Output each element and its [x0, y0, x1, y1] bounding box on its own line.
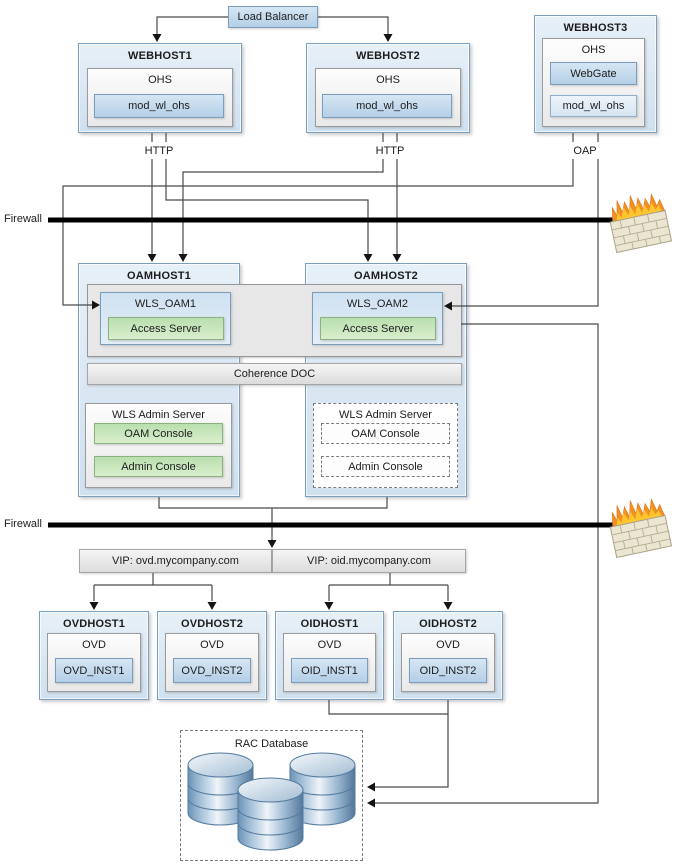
- firewall2-label: Firewall: [4, 518, 42, 530]
- ovdhost1-title: OVDHOST1: [62, 618, 126, 630]
- oamhost1-admin-console-label: Admin Console: [121, 460, 196, 473]
- ovdhost2-instance-label: OVD_INST2: [181, 664, 243, 677]
- firewall1-brick-icon: [605, 188, 673, 253]
- arrow-down: [324, 602, 334, 610]
- ovdhost1-instance-label: OVD_INST1: [63, 664, 125, 677]
- oamhost2-admin-server-label: WLS Admin Server: [339, 409, 432, 421]
- arrow-left: [367, 782, 375, 792]
- arrow-down: [89, 602, 99, 610]
- oidhost1-instance-node: OID_INST1: [291, 658, 368, 683]
- arrow-down: [363, 254, 373, 262]
- arrow-down: [207, 602, 217, 610]
- oamhost1-access-server-label: Access Server: [130, 322, 202, 335]
- arrow-down: [443, 602, 453, 610]
- webhost3-mod-wl-ohs-label: mod_wl_ohs: [562, 100, 625, 112]
- oamhost2-admin-console-label: Admin Console: [348, 460, 423, 473]
- webhost1-to-oamhost2-line: [165, 159, 369, 254]
- oidhost2-instance-node: OID_INST2: [409, 658, 487, 683]
- arrow-down: [267, 540, 277, 548]
- arrow-down: [383, 34, 393, 42]
- arrow-down: [178, 254, 188, 262]
- webhost3-mod-wl-ohs-node: mod_wl_ohs: [550, 95, 637, 117]
- webhost2-to-oamhost1-line: [182, 159, 384, 254]
- webhost2-protocol-label: HTTP: [375, 145, 405, 157]
- load-balancer-label: Load Balancer: [237, 11, 309, 23]
- coherence-label: Coherence DOC: [233, 368, 316, 380]
- oamhost1-admin-server-label: WLS Admin Server: [112, 409, 205, 421]
- oidhost2-ovd-label: OVD: [436, 639, 460, 651]
- oamhost2-access-server-label: Access Server: [342, 322, 414, 335]
- oidhost1-instance-label: OID_INST1: [301, 664, 358, 677]
- webhost1-mod-wl-ohs-label: mod_wl_ohs: [128, 100, 190, 112]
- ovdhost1-instance-node: OVD_INST1: [55, 658, 133, 683]
- firewall2-brick-icon: [605, 493, 673, 558]
- oidhost2-instance-label: OID_INST2: [419, 664, 477, 677]
- lb-to-webhost1-line: [156, 16, 228, 34]
- coherence-bar: Coherence DOC: [87, 363, 462, 385]
- vip-ovd-split-line: [93, 573, 213, 601]
- webhost2-mod-wl-ohs-label: mod_wl_ohs: [356, 100, 418, 112]
- webhost1-protocol-label: HTTP: [144, 145, 174, 157]
- ovdhost2-ovd-label: OVD: [200, 639, 224, 651]
- webhost1-ohs-label: OHS: [148, 74, 172, 86]
- webhost3-ohs-label: OHS: [581, 44, 606, 56]
- webhost3-protocol-label: OAP: [573, 145, 597, 157]
- oamhost2-access-server-node: Access Server: [320, 317, 436, 340]
- vip-ovd-bar: VIP: ovd.mycompany.com: [79, 549, 272, 573]
- arrow-left: [367, 798, 375, 808]
- protocol-tick-lines: [151, 133, 599, 142]
- vip-oid-bar: VIP: oid.mycompany.com: [272, 549, 466, 573]
- load-balancer-node: Load Balancer: [228, 6, 318, 28]
- arrow-down: [147, 254, 157, 262]
- oamhost1-title: OAMHOST1: [127, 270, 191, 282]
- oidhost2-title: OIDHOST2: [419, 618, 477, 630]
- oamhost1-oam-console-label: OAM Console: [124, 427, 193, 440]
- lb-to-webhost2-line: [318, 16, 389, 34]
- vip-oid-label: VIP: oid.mycompany.com: [307, 555, 431, 567]
- webhost1-mod-wl-ohs-node: mod_wl_ohs: [94, 94, 224, 118]
- webhost2-title: WEBHOST2: [356, 50, 420, 62]
- oamhost1-admin-console-node: Admin Console: [94, 456, 223, 477]
- oamhosts-to-vip-line: [158, 497, 388, 540]
- vip-oid-split-line: [328, 573, 449, 601]
- oamhost1-access-server-node: Access Server: [108, 317, 224, 340]
- webhost1-title: WEBHOST1: [128, 50, 192, 62]
- oidhost1-ovd-label: OVD: [317, 639, 342, 651]
- firewall2-bar: [48, 522, 615, 528]
- wls-oam2-label: WLS_OAM2: [346, 298, 409, 310]
- rac-database-node: RAC Database: [180, 730, 363, 861]
- firewall1-bar: [48, 217, 615, 223]
- ovdhost2-title: OVDHOST2: [180, 618, 244, 630]
- oamhost2-admin-console-node: Admin Console: [321, 456, 450, 477]
- oamhost2-oam-console-label: OAM Console: [351, 427, 420, 440]
- arrow-down: [152, 34, 162, 42]
- webhost3-webgate-label: WebGate: [570, 67, 617, 80]
- oamhost2-title: OAMHOST2: [354, 270, 418, 282]
- oidhost1-title: OIDHOST1: [300, 618, 359, 630]
- arrow-down: [392, 254, 402, 262]
- firewall1-label: Firewall: [4, 213, 42, 225]
- rac-database-title: RAC Database: [234, 738, 309, 750]
- oamhost2-oam-console-node: OAM Console: [321, 423, 450, 444]
- wls-oam1-label: WLS_OAM1: [134, 298, 197, 310]
- ovdhost1-ovd-label: OVD: [82, 639, 106, 651]
- webhost3-title: WEBHOST3: [563, 22, 628, 34]
- oap-to-wls-oam2-line: [452, 159, 599, 307]
- webhost2-ohs-label: OHS: [376, 74, 400, 86]
- webhost2-mod-wl-ohs-node: mod_wl_ohs: [322, 94, 452, 118]
- vip-ovd-label: VIP: ovd.mycompany.com: [112, 555, 239, 567]
- webhost3-webgate-node: WebGate: [550, 62, 637, 85]
- oamhost1-oam-console-node: OAM Console: [94, 423, 223, 444]
- ovdhost2-instance-node: OVD_INST2: [173, 658, 251, 683]
